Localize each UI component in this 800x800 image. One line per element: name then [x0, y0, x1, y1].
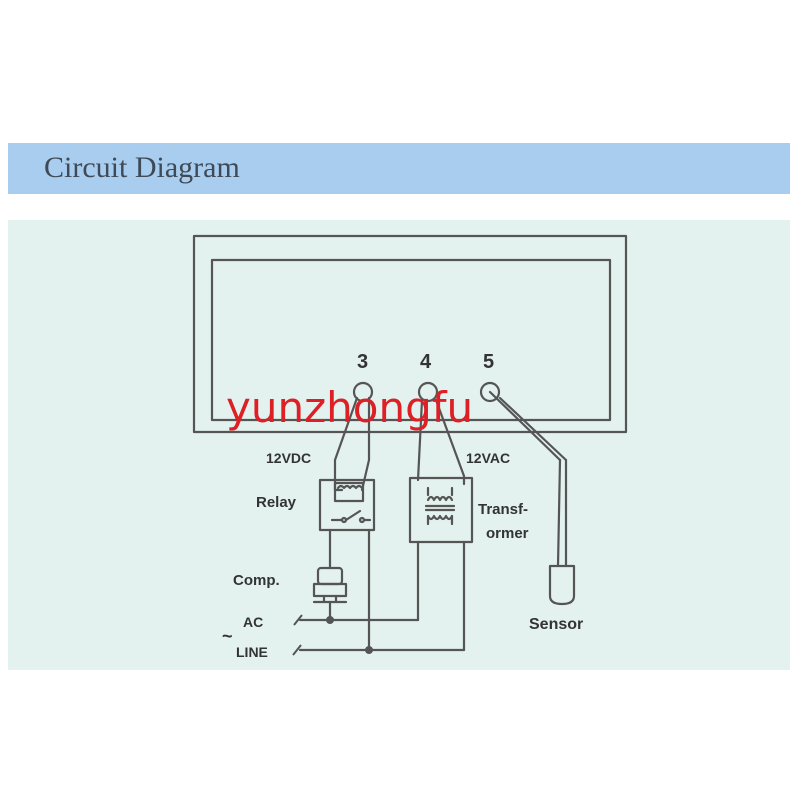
controller-outer-frame: [192, 234, 628, 434]
terminal-4-label: 4: [420, 351, 432, 373]
wire-relay-coil-a: [333, 396, 359, 492]
relay-switch-arm: [344, 509, 362, 522]
tilde-symbol: ~: [222, 626, 233, 646]
page-title: Circuit Diagram: [44, 151, 240, 184]
transformer-secondary-leads: [426, 514, 454, 526]
controller-display-window: [210, 258, 612, 422]
transformer-primary-leads: [426, 486, 454, 497]
junction-dot-line: [365, 646, 373, 654]
sensor-cable-drop: [556, 458, 568, 568]
relay-box: [318, 478, 376, 532]
relay-coil-winding: [336, 484, 364, 490]
transformer-core: [424, 504, 456, 512]
relay-label: Relay: [256, 494, 297, 511]
sensor-cable-b: [498, 396, 568, 462]
sensor-probe: [548, 564, 576, 606]
voltage-12vac-label: 12VAC: [466, 450, 510, 466]
transformer-box: [408, 476, 474, 544]
diagram-panel: [8, 220, 790, 670]
watermark-text: yunzhongfu: [226, 383, 473, 432]
sensor-label: Sensor: [529, 616, 583, 633]
transformer-label-line1: Transf-: [478, 501, 528, 518]
transformer-label-line2: ormer: [486, 525, 529, 542]
voltage-12vdc-label: 12VDC: [266, 450, 311, 466]
sensor-cable-a: [488, 390, 562, 462]
terminal-5-label: 5: [483, 351, 494, 373]
compressor-body: [312, 582, 348, 598]
transformer-secondary-coil: [426, 514, 454, 521]
compressor-top: [316, 566, 344, 586]
line-label: LINE: [236, 644, 268, 660]
relay-coil: [333, 481, 365, 503]
wire-transformer-a: [416, 398, 424, 482]
terminal-3-label: 3: [357, 351, 368, 373]
header-bar: Circuit Diagram: [8, 143, 790, 194]
transformer-primary-coil: [426, 495, 454, 502]
compressor-label: Comp.: [233, 572, 280, 589]
terminal-4-screw: [417, 381, 439, 403]
terminal-3-screw: [352, 381, 374, 403]
junction-dot-ac: [326, 616, 334, 624]
mains-terminal-marks: [292, 614, 303, 656]
ac-label: AC: [243, 614, 263, 630]
terminal-5-screw: [479, 381, 501, 403]
wire-transformer-b: [434, 398, 466, 486]
